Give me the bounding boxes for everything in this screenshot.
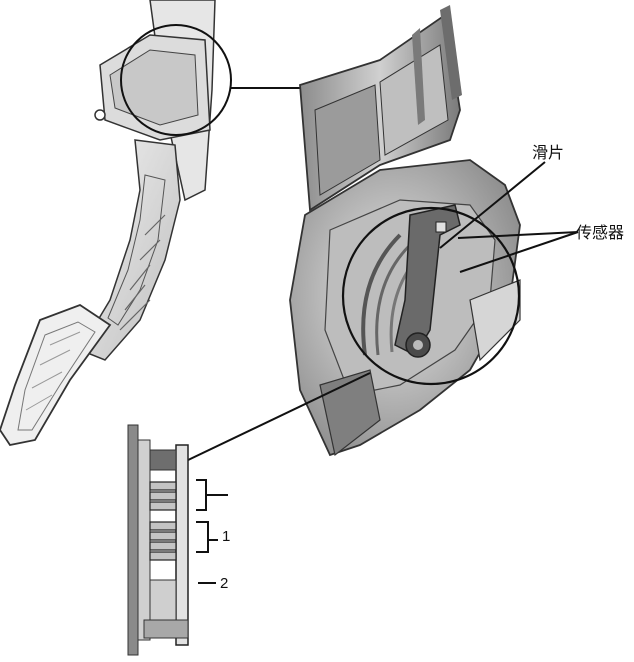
- label-sensor: 传感器: [576, 219, 624, 243]
- callout-2: 2: [220, 575, 228, 592]
- label-slider: 滑片: [532, 139, 564, 163]
- sensor-housing: [290, 5, 520, 455]
- bracket-lower: [196, 522, 218, 552]
- cross-section-detail: [128, 425, 228, 655]
- callout-1: 1: [222, 528, 230, 545]
- bracket-upper: [196, 480, 228, 510]
- accelerator-pedal: [0, 0, 231, 445]
